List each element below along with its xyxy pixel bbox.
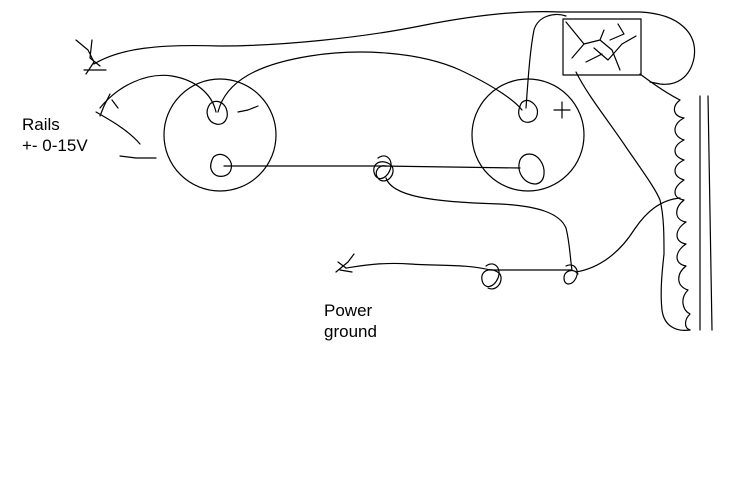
left-post-bottom-terminal xyxy=(211,154,232,176)
rail-end-curve xyxy=(96,112,140,144)
ground-wire-end xyxy=(336,254,354,272)
wire-splice-to-coil xyxy=(576,198,680,272)
rectifier-outline xyxy=(563,19,641,75)
splice-ground-right xyxy=(564,265,578,284)
left-post-dash xyxy=(238,106,258,112)
right-post-body xyxy=(472,79,584,191)
left-post-top-terminal xyxy=(207,101,227,124)
rails-label: Rails +- 0-15V xyxy=(22,114,88,156)
wires xyxy=(94,12,695,331)
wire-box-to-coil xyxy=(576,72,690,330)
wire-rails-to-left-post xyxy=(100,75,216,112)
wire-bottom-posts xyxy=(224,166,520,168)
right-post-top-terminal xyxy=(519,100,538,122)
rails-label-line1: Rails xyxy=(22,115,60,134)
splice-ground-left xyxy=(482,264,501,289)
power-label-line1: Power xyxy=(324,301,373,320)
splices xyxy=(374,156,578,289)
splice-middle xyxy=(374,156,393,181)
wire-box-to-coil-2 xyxy=(640,74,680,100)
left-post-body xyxy=(164,79,276,191)
left-binding-post xyxy=(164,79,276,191)
wire-box-to-right-post xyxy=(526,15,566,108)
wire-top-loop xyxy=(94,12,695,85)
coil-core-right xyxy=(708,96,712,330)
rectifier-box xyxy=(563,19,641,75)
power-ground-label: Power ground xyxy=(324,300,377,342)
rail-end-top xyxy=(76,40,106,74)
wire-power-ground xyxy=(346,263,572,270)
right-binding-post xyxy=(472,79,584,191)
wire-left-to-right-top xyxy=(218,52,522,112)
rectifier-scribble xyxy=(566,22,636,70)
right-post-bottom-terminal xyxy=(519,154,544,184)
rail-end-middle xyxy=(100,94,118,116)
transformer-coil xyxy=(674,96,712,330)
rails-label-line2: +- 0-15V xyxy=(22,136,88,155)
power-label-line2: ground xyxy=(324,322,377,341)
coil-windings xyxy=(674,100,690,330)
plus-mark xyxy=(554,102,570,118)
wire-splice-down xyxy=(386,178,572,270)
rail-wire-ends xyxy=(76,40,156,158)
rail-end-bottom xyxy=(120,156,156,158)
